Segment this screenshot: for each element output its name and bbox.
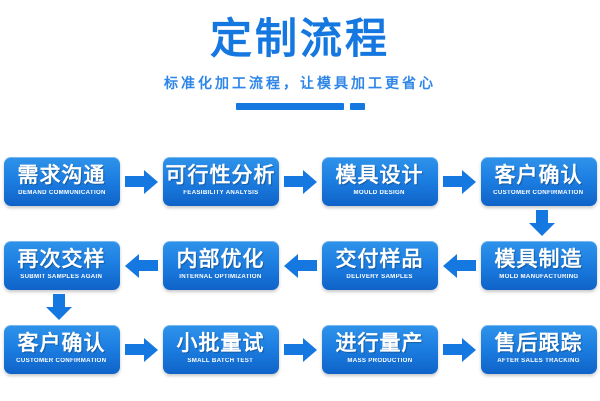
page-subtitle: 标准化加工流程，让模具加工更省心 (164, 75, 436, 91)
arrow-right-icon (124, 169, 158, 194)
step-label-en: DEMAND COMMUNICATION (17, 190, 106, 196)
process-step-mould-design[interactable]: 模具设计 MOULD DESIGN (321, 156, 438, 206)
step-label-cn: 客户确认 (494, 164, 583, 187)
divider-dash (349, 103, 365, 110)
divider-bar (235, 103, 344, 110)
step-label-cn: 小批量试 (176, 332, 265, 355)
step-label-cn: 再次交样 (17, 248, 106, 271)
process-step-small-batch-test[interactable]: 小批量试 SMALL BATCH TEST (162, 324, 279, 374)
step-label-cn: 售后跟踪 (494, 332, 583, 355)
step-label-en: MASS PRODUCTION (346, 358, 413, 364)
step-label-en: SMALL BATCH TEST (187, 358, 254, 364)
step-label-cn: 需求沟通 (17, 164, 106, 187)
process-step-internal-optimization[interactable]: 内部优化 INTERNAL OPTIMIZATION (162, 240, 279, 290)
step-label-cn: 模具制造 (494, 248, 583, 271)
step-label-cn: 可行性分析 (165, 164, 276, 187)
step-label-en: AFTER SALES TRACKING (497, 358, 580, 364)
step-label-en: SUBMIT SAMPLES AGAIN (20, 274, 103, 280)
step-label-en: CUSTOMER CONFIRMATION (493, 190, 584, 196)
process-step-demand-communication[interactable]: 需求沟通 DEMAND COMMUNICATION (3, 156, 120, 206)
header: 定制流程 标准化加工流程，让模具加工更省心 (0, 0, 600, 110)
arrow-left-icon (442, 253, 476, 278)
page-title: 定制流程 (209, 15, 390, 62)
step-label-cn: 内部优化 (176, 248, 265, 271)
arrow-left-icon (124, 253, 158, 278)
process-step-feasibility-analysis[interactable]: 可行性分析 FEASIBILITY ANALYSIS (162, 156, 279, 206)
arrow-down-icon-left (46, 294, 72, 320)
process-step-mold-manufacturing[interactable]: 模具制造 MOLD MANUFACTURING (480, 240, 597, 290)
arrow-left-icon (283, 253, 317, 278)
step-label-cn: 交付样品 (335, 248, 424, 271)
process-step-submit-samples-again[interactable]: 再次交样 SUBMIT SAMPLES AGAIN (3, 240, 120, 290)
step-label-cn: 客户确认 (17, 332, 106, 355)
process-step-customer-confirmation-1[interactable]: 客户确认 CUSTOMER CONFIRMATION (480, 156, 597, 206)
process-step-after-sales-tracking[interactable]: 售后跟踪 AFTER SALES TRACKING (480, 324, 597, 374)
step-label-en: INTERNAL OPTIMIZATION (179, 274, 262, 280)
arrow-down-icon-right (529, 210, 555, 236)
process-step-mass-production[interactable]: 进行量产 MASS PRODUCTION (321, 324, 438, 374)
title-divider (0, 103, 600, 110)
process-row-2: 再次交样 SUBMIT SAMPLES AGAIN 内部优化 INTERNAL … (0, 210, 600, 294)
process-row-1: 需求沟通 DEMAND COMMUNICATION 可行性分析 FEASIBIL… (0, 152, 600, 210)
step-label-cn: 模具设计 (335, 164, 424, 187)
process-row-3: 客户确认 CUSTOMER CONFIRMATION 小批量试 SMALL BA… (0, 294, 600, 378)
step-label-en: CUSTOMER CONFIRMATION (16, 358, 107, 364)
step-label-cn: 进行量产 (335, 332, 424, 355)
step-label-en: MOULD DESIGN (353, 190, 406, 196)
arrow-right-icon (442, 337, 476, 362)
process-step-delivery-samples[interactable]: 交付样品 DELIVERY SAMPLES (321, 240, 438, 290)
arrow-right-icon (283, 337, 317, 362)
step-label-en: FEASIBILITY ANALYSIS (182, 190, 259, 196)
arrow-right-icon (283, 169, 317, 194)
arrow-right-icon (442, 169, 476, 194)
process-step-customer-confirmation-2[interactable]: 客户确认 CUSTOMER CONFIRMATION (3, 324, 120, 374)
process-flow: 需求沟通 DEMAND COMMUNICATION 可行性分析 FEASIBIL… (0, 152, 600, 378)
step-label-en: MOLD MANUFACTURING (498, 274, 579, 280)
step-label-en: DELIVERY SAMPLES (346, 274, 413, 280)
arrow-right-icon (124, 337, 158, 362)
